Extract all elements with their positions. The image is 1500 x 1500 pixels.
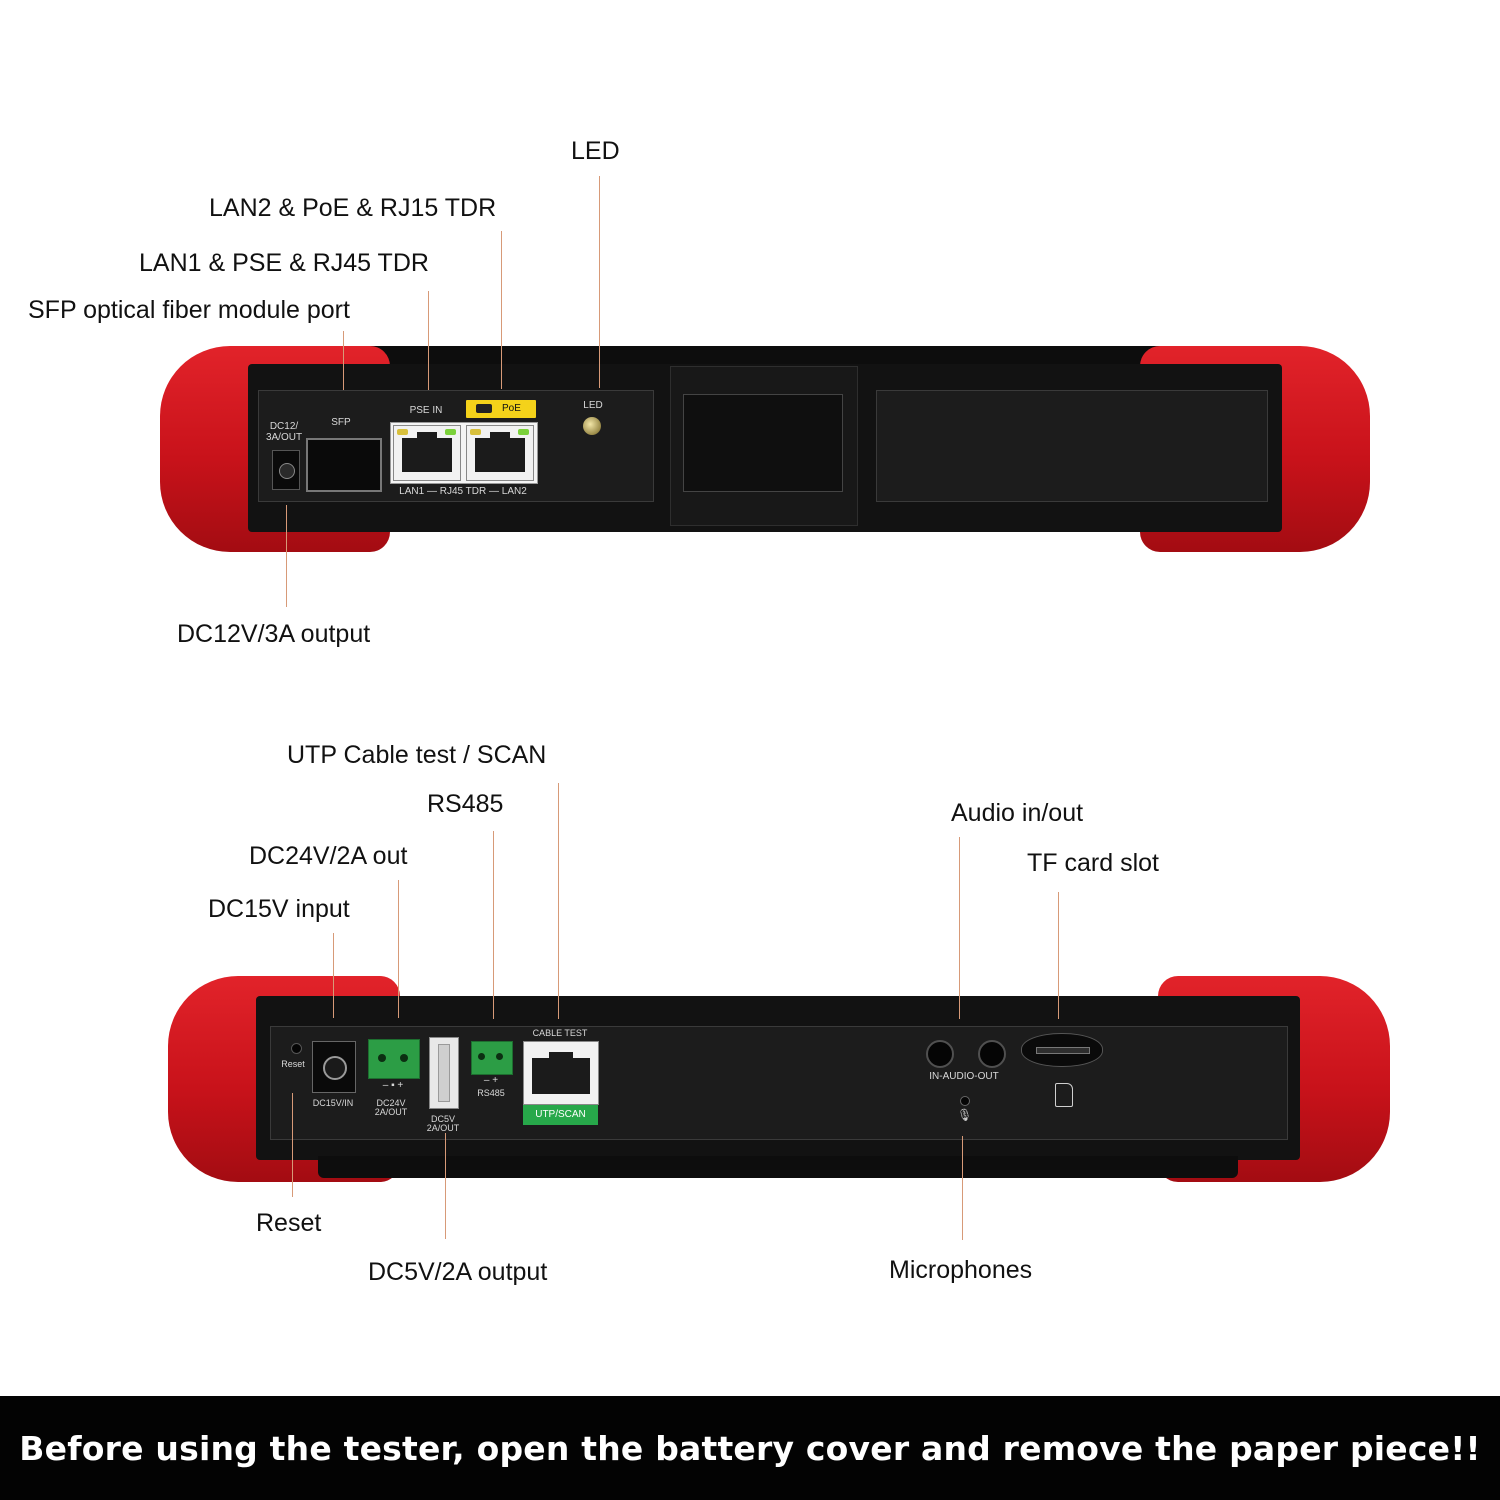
poe-badge: PoE [466, 400, 536, 418]
lead-dc15 [333, 933, 334, 1018]
lead-reset [292, 1093, 293, 1197]
lead-led [599, 176, 600, 388]
callout-utp: UTP Cable test / SCAN [287, 741, 547, 769]
audio-out-jack[interactable] [978, 1040, 1006, 1068]
sfp-port[interactable] [306, 438, 382, 492]
microphone-hole [960, 1096, 970, 1106]
microphone-icon: 🎙 [957, 1108, 973, 1122]
dc24-sign: – ▪ + [382, 1080, 404, 1091]
top-center-block [683, 394, 843, 492]
lan1-led-right [445, 429, 456, 435]
callout-mic: Microphones [889, 1256, 1033, 1284]
reset-port-label: Reset [281, 1059, 305, 1069]
top-device-rail [308, 346, 1218, 368]
callout-dc12: DC12V/3A output [177, 620, 371, 648]
callout-rs485: RS485 [427, 790, 504, 818]
rj45-caption: LAN1 — RJ45 TDR — LAN2 [399, 486, 527, 497]
usb-port[interactable] [429, 1037, 459, 1109]
pse-in-label: PSE IN [409, 405, 443, 416]
cable-test-port[interactable] [523, 1041, 599, 1105]
dc15-jack[interactable] [312, 1041, 356, 1093]
lead-dc24 [398, 880, 399, 1018]
footer-notice: Before using the tester, open the batter… [19, 1428, 1481, 1468]
rs485-terminal[interactable] [471, 1041, 513, 1075]
dc15-port-label: DC15V/IN [312, 1098, 354, 1108]
dc12-jack[interactable] [272, 450, 300, 490]
dc24-port-label: DC24V 2A/OUT [374, 1098, 408, 1118]
lead-utp [558, 783, 559, 1019]
poe-badge-label: PoE [502, 403, 521, 414]
callout-tf: TF card slot [1027, 849, 1159, 877]
cable-test-label: CABLE TEST [532, 1028, 588, 1038]
dc5-port-label: DC5V 2A/OUT [426, 1114, 460, 1134]
utp-scan-label: UTP/SCAN [535, 1109, 586, 1120]
lead-dc12 [286, 505, 287, 607]
camera-icon [476, 404, 492, 413]
sfp-port-label: SFP [331, 417, 351, 428]
callout-reset: Reset [256, 1209, 322, 1237]
tf-card-slot[interactable] [1021, 1033, 1103, 1067]
footer-banner: Before using the tester, open the batter… [0, 1396, 1500, 1500]
callout-dc24: DC24V/2A out [249, 842, 408, 870]
lan2-led-right [518, 429, 529, 435]
lead-lan2 [501, 231, 502, 389]
sd-card-icon [1055, 1083, 1073, 1107]
callout-dc5: DC5V/2A output [368, 1258, 548, 1286]
reset-hole[interactable] [291, 1043, 302, 1054]
callout-audio: Audio in/out [951, 799, 1084, 827]
lan2-led-left [470, 429, 481, 435]
utp-scan-button[interactable]: UTP/SCAN [523, 1105, 598, 1125]
dc12-port-label: DC12/ 3A/OUT [265, 421, 303, 443]
rs485-sign: – + [483, 1075, 499, 1086]
lead-mic [962, 1136, 963, 1240]
led-indicator [583, 417, 601, 435]
top-right-panel [876, 390, 1268, 502]
audio-port-label: IN-AUDIO-OUT [929, 1071, 999, 1082]
callout-sfp: SFP optical fiber module port [28, 296, 350, 324]
callout-dc15: DC15V input [208, 895, 350, 923]
callout-lan2: LAN2 & PoE & RJ15 TDR [209, 194, 497, 222]
rs485-port-label: RS485 [477, 1088, 505, 1098]
lead-sfp [343, 331, 344, 390]
lead-audio [959, 837, 960, 1019]
dc24-terminal[interactable] [368, 1039, 420, 1079]
lead-rs485 [493, 831, 494, 1019]
audio-in-jack[interactable] [926, 1040, 954, 1068]
lead-lan1 [428, 291, 429, 390]
lead-dc5 [445, 1133, 446, 1239]
bottom-device-rail [318, 1156, 1238, 1178]
callout-led: LED [571, 137, 620, 165]
led-label: LED [583, 400, 603, 411]
lead-tf [1058, 892, 1059, 1019]
callout-lan1: LAN1 & PSE & RJ45 TDR [139, 249, 429, 277]
lan1-led-left [397, 429, 408, 435]
